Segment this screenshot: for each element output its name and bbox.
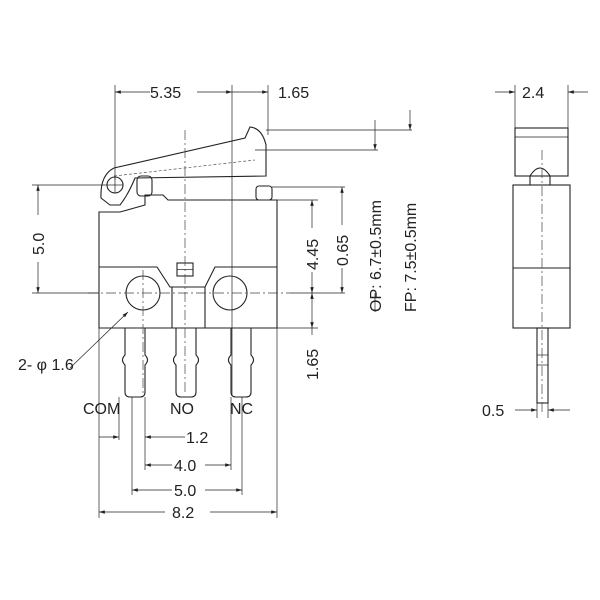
side-lever [514, 127, 569, 177]
side-pin [536, 327, 549, 404]
dimensions: 5.35 1.65 5.0 4.45 0.65 OP: 6.7±0.5mm FP… [18, 85, 420, 522]
side-body [512, 184, 571, 329]
dim-0-65: 0.65 [335, 235, 352, 266]
terminal-nc: NC [230, 401, 253, 418]
plunger [136, 175, 153, 197]
side-view: 2.4 0.5 [482, 85, 588, 420]
dim-4-0: 4.0 [174, 458, 196, 475]
terminal-pins [121, 328, 255, 398]
switch-body [98, 194, 278, 329]
fp-label: FP: 7.5±0.5mm [403, 203, 420, 312]
dim-8-2: 8.2 [172, 505, 194, 522]
dim-2-4: 2.4 [522, 85, 544, 102]
lever [100, 126, 267, 206]
actuator-stub [255, 185, 273, 201]
dim-4-45: 4.45 [305, 239, 322, 270]
dim-5-0-pitch: 5.0 [174, 483, 196, 500]
dim-0-5: 0.5 [482, 403, 504, 420]
dim-1-2: 1.2 [186, 430, 208, 447]
dim-1-65-top: 1.65 [278, 85, 309, 102]
dim-5-0-height: 5.0 [31, 233, 48, 255]
dim-1-65-pin: 1.65 [305, 349, 322, 380]
terminal-no: NO [170, 401, 194, 418]
hole-label: 2- φ 1.6 [18, 357, 74, 374]
body-lower-section [99, 266, 277, 288]
dim-5-35: 5.35 [150, 85, 181, 102]
front-view [88, 85, 290, 398]
terminal-com: COM [83, 401, 120, 418]
op-label: OP: 6.7±0.5mm [368, 200, 385, 312]
